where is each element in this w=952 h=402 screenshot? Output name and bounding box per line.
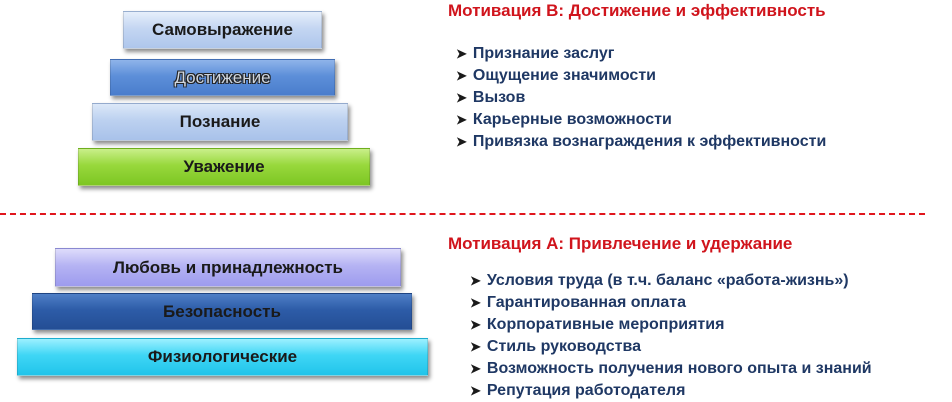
level-safety: Безопасность (32, 293, 412, 330)
motivation-a-list: ➤Условия труда (в т.ч. баланс «работа-жи… (470, 270, 872, 402)
list-item: ➤Возможность получения нового опыта и зн… (470, 360, 872, 377)
list-item: ➤Корпоративные мероприятия (470, 316, 725, 333)
level-label: Безопасность (163, 301, 281, 321)
list-item: ➤Карьерные возможности (456, 111, 672, 128)
arrow-bullet-icon: ➤ (456, 112, 467, 127)
list-item: ➤Гарантированная оплата (470, 294, 686, 311)
motivation-a-title: Мотивация А: Привлечение и удержание (448, 234, 793, 253)
list-item: ➤Ощущение значимости (456, 67, 656, 84)
list-item: ➤Вызов (456, 89, 526, 106)
list-item: ➤Условия труда (в т.ч. баланс «работа-жи… (470, 272, 849, 289)
arrow-bullet-icon: ➤ (470, 295, 481, 310)
list-item: ➤Признание заслуг (456, 45, 615, 62)
level-label: Уважение (183, 157, 265, 176)
level-respect: Уважение (78, 148, 370, 186)
level-physiological: Физиологические (17, 338, 428, 376)
list-item: ➤Стиль руководства (470, 338, 641, 355)
level-label: Познание (179, 112, 261, 131)
level-label: Физиологические (147, 347, 298, 366)
motivation-b-title: Мотивация В: Достижение и эффективность (448, 1, 826, 20)
level-label: Любовь и принадлежность (112, 257, 344, 277)
level-label: Достижение (174, 67, 271, 87)
arrow-bullet-icon: ➤ (470, 383, 481, 398)
level-self-expression: Самовыражение (123, 11, 322, 49)
arrow-bullet-icon: ➤ (456, 68, 467, 83)
dashed-divider (0, 213, 925, 215)
arrow-bullet-icon: ➤ (456, 46, 467, 61)
arrow-bullet-icon: ➤ (456, 134, 467, 149)
motivation-b-list: ➤Признание заслуг ➤Ощущение значимости ➤… (456, 43, 826, 153)
arrow-bullet-icon: ➤ (470, 361, 481, 376)
level-love-belonging: Любовь и принадлежность (55, 248, 401, 287)
level-label: Самовыражение (152, 20, 293, 39)
arrow-bullet-icon: ➤ (456, 90, 467, 105)
list-item: ➤Привязка вознаграждения к эффективности (456, 133, 827, 150)
level-achievement: Достижение (110, 59, 335, 96)
arrow-bullet-icon: ➤ (470, 339, 481, 354)
arrow-bullet-icon: ➤ (470, 273, 481, 288)
list-item: ➤Репутация работодателя (470, 382, 686, 399)
level-cognition: Познание (92, 103, 348, 141)
arrow-bullet-icon: ➤ (470, 317, 481, 332)
